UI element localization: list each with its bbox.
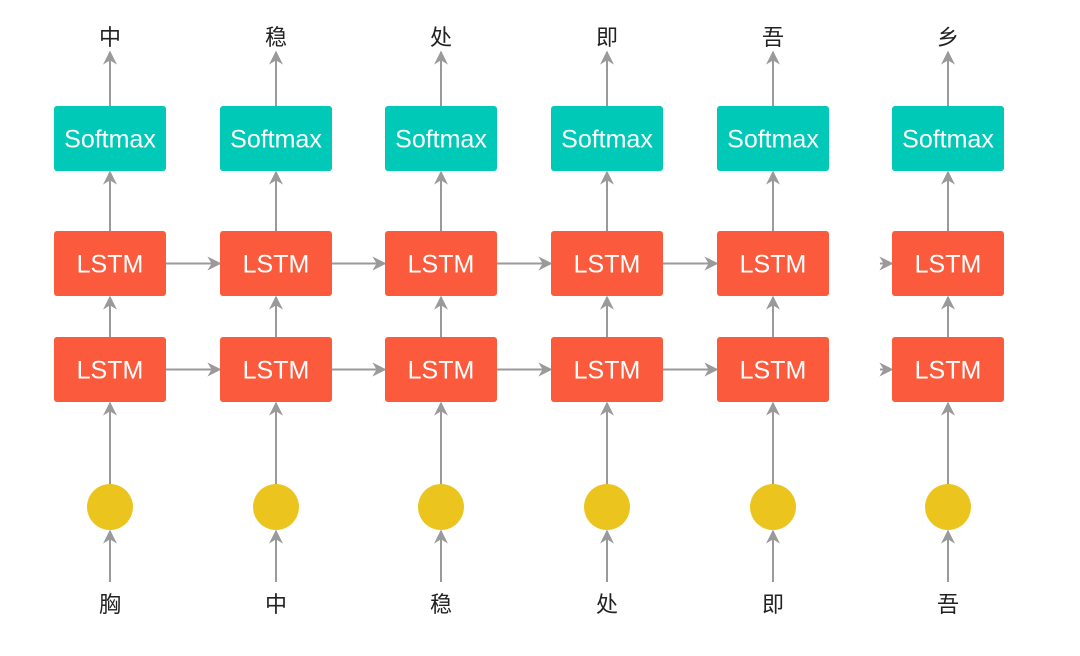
softmax-box-1: Softmax <box>54 106 166 171</box>
input-char-4: 处 <box>596 593 618 618</box>
input-char-6: 吾 <box>937 593 959 618</box>
input-char-3: 稳 <box>430 593 452 618</box>
softmax-box-5-label: Softmax <box>727 126 819 154</box>
lstm-layer1-box-6: LSTM <box>892 337 1004 402</box>
lstm-layer2-box-4: LSTM <box>551 231 663 296</box>
arrows-layer <box>103 50 955 582</box>
lstm-layer2-box-4-rect <box>551 231 663 296</box>
lstm-layer1-box-1-label: LSTM <box>77 357 144 385</box>
softmax-box-6-label: Softmax <box>902 126 994 154</box>
nodes-layer: 中SoftmaxLSTMLSTM胸稳SoftmaxLSTMLSTM中处Softm… <box>54 26 1004 618</box>
softmax-box-3-label: Softmax <box>395 126 487 154</box>
lstm-layer2-box-6-rect <box>892 231 1004 296</box>
lstm-layer1-box-6-label: LSTM <box>915 357 982 385</box>
embedding-node-4 <box>584 484 630 530</box>
softmax-box-3-rect <box>385 106 497 171</box>
lstm-layer2-box-6: LSTM <box>892 231 1004 296</box>
lstm-layer2-box-3: LSTM <box>385 231 497 296</box>
softmax-box-6-rect <box>892 106 1004 171</box>
lstm-layer2-box-3-rect <box>385 231 497 296</box>
softmax-box-2-label: Softmax <box>230 126 322 154</box>
lstm-layer2-box-4-label: LSTM <box>574 251 641 279</box>
output-char-3: 处 <box>430 26 452 51</box>
embedding-node-6 <box>925 484 971 530</box>
lstm-layer1-box-4-label: LSTM <box>574 357 641 385</box>
lstm-layer2-box-3-label: LSTM <box>408 251 475 279</box>
softmax-box-1-label: Softmax <box>64 126 156 154</box>
lstm-layer1-box-5-rect <box>717 337 829 402</box>
embedding-node-1 <box>87 484 133 530</box>
output-char-2: 稳 <box>265 26 287 51</box>
lstm-layer1-box-5: LSTM <box>717 337 829 402</box>
softmax-box-6: Softmax <box>892 106 1004 171</box>
softmax-box-1-rect <box>54 106 166 171</box>
output-char-4: 即 <box>596 26 618 51</box>
softmax-box-2-rect <box>220 106 332 171</box>
lstm-layer1-box-3-label: LSTM <box>408 357 475 385</box>
softmax-box-5-rect <box>717 106 829 171</box>
softmax-box-4: Softmax <box>551 106 663 171</box>
output-char-1: 中 <box>99 26 121 51</box>
softmax-box-4-label: Softmax <box>561 126 653 154</box>
lstm-layer2-box-2: LSTM <box>220 231 332 296</box>
softmax-box-2: Softmax <box>220 106 332 171</box>
lstm-layer2-box-5: LSTM <box>717 231 829 296</box>
softmax-box-3: Softmax <box>385 106 497 171</box>
embedding-node-3 <box>418 484 464 530</box>
lstm-layer1-box-4: LSTM <box>551 337 663 402</box>
lstm-layer1-box-1-rect <box>54 337 166 402</box>
embedding-node-5 <box>750 484 796 530</box>
lstm-layer1-box-4-rect <box>551 337 663 402</box>
input-char-1: 胸 <box>99 593 121 618</box>
lstm-layer2-box-1: LSTM <box>54 231 166 296</box>
lstm-layer2-box-2-rect <box>220 231 332 296</box>
lstm-layer2-box-6-label: LSTM <box>915 251 982 279</box>
lstm-layer2-box-2-label: LSTM <box>243 251 310 279</box>
lstm-layer1-box-3: LSTM <box>385 337 497 402</box>
embedding-node-2 <box>253 484 299 530</box>
lstm-layer2-box-5-label: LSTM <box>740 251 807 279</box>
lstm-layer2-box-5-rect <box>717 231 829 296</box>
lstm-layer1-box-5-label: LSTM <box>740 357 807 385</box>
lstm-layer1-box-3-rect <box>385 337 497 402</box>
lstm-layer1-box-6-rect <box>892 337 1004 402</box>
input-char-5: 即 <box>762 593 784 618</box>
input-char-2: 中 <box>265 593 287 618</box>
output-char-5: 吾 <box>762 26 784 51</box>
lstm-layer1-box-2-rect <box>220 337 332 402</box>
lstm-layer1-box-2: LSTM <box>220 337 332 402</box>
lstm-layer1-box-1: LSTM <box>54 337 166 402</box>
output-char-6: 乡 <box>937 26 959 51</box>
lstm-layer2-box-1-rect <box>54 231 166 296</box>
softmax-box-5: Softmax <box>717 106 829 171</box>
lstm-layer2-box-1-label: LSTM <box>77 251 144 279</box>
softmax-box-4-rect <box>551 106 663 171</box>
lstm-layer1-box-2-label: LSTM <box>243 357 310 385</box>
